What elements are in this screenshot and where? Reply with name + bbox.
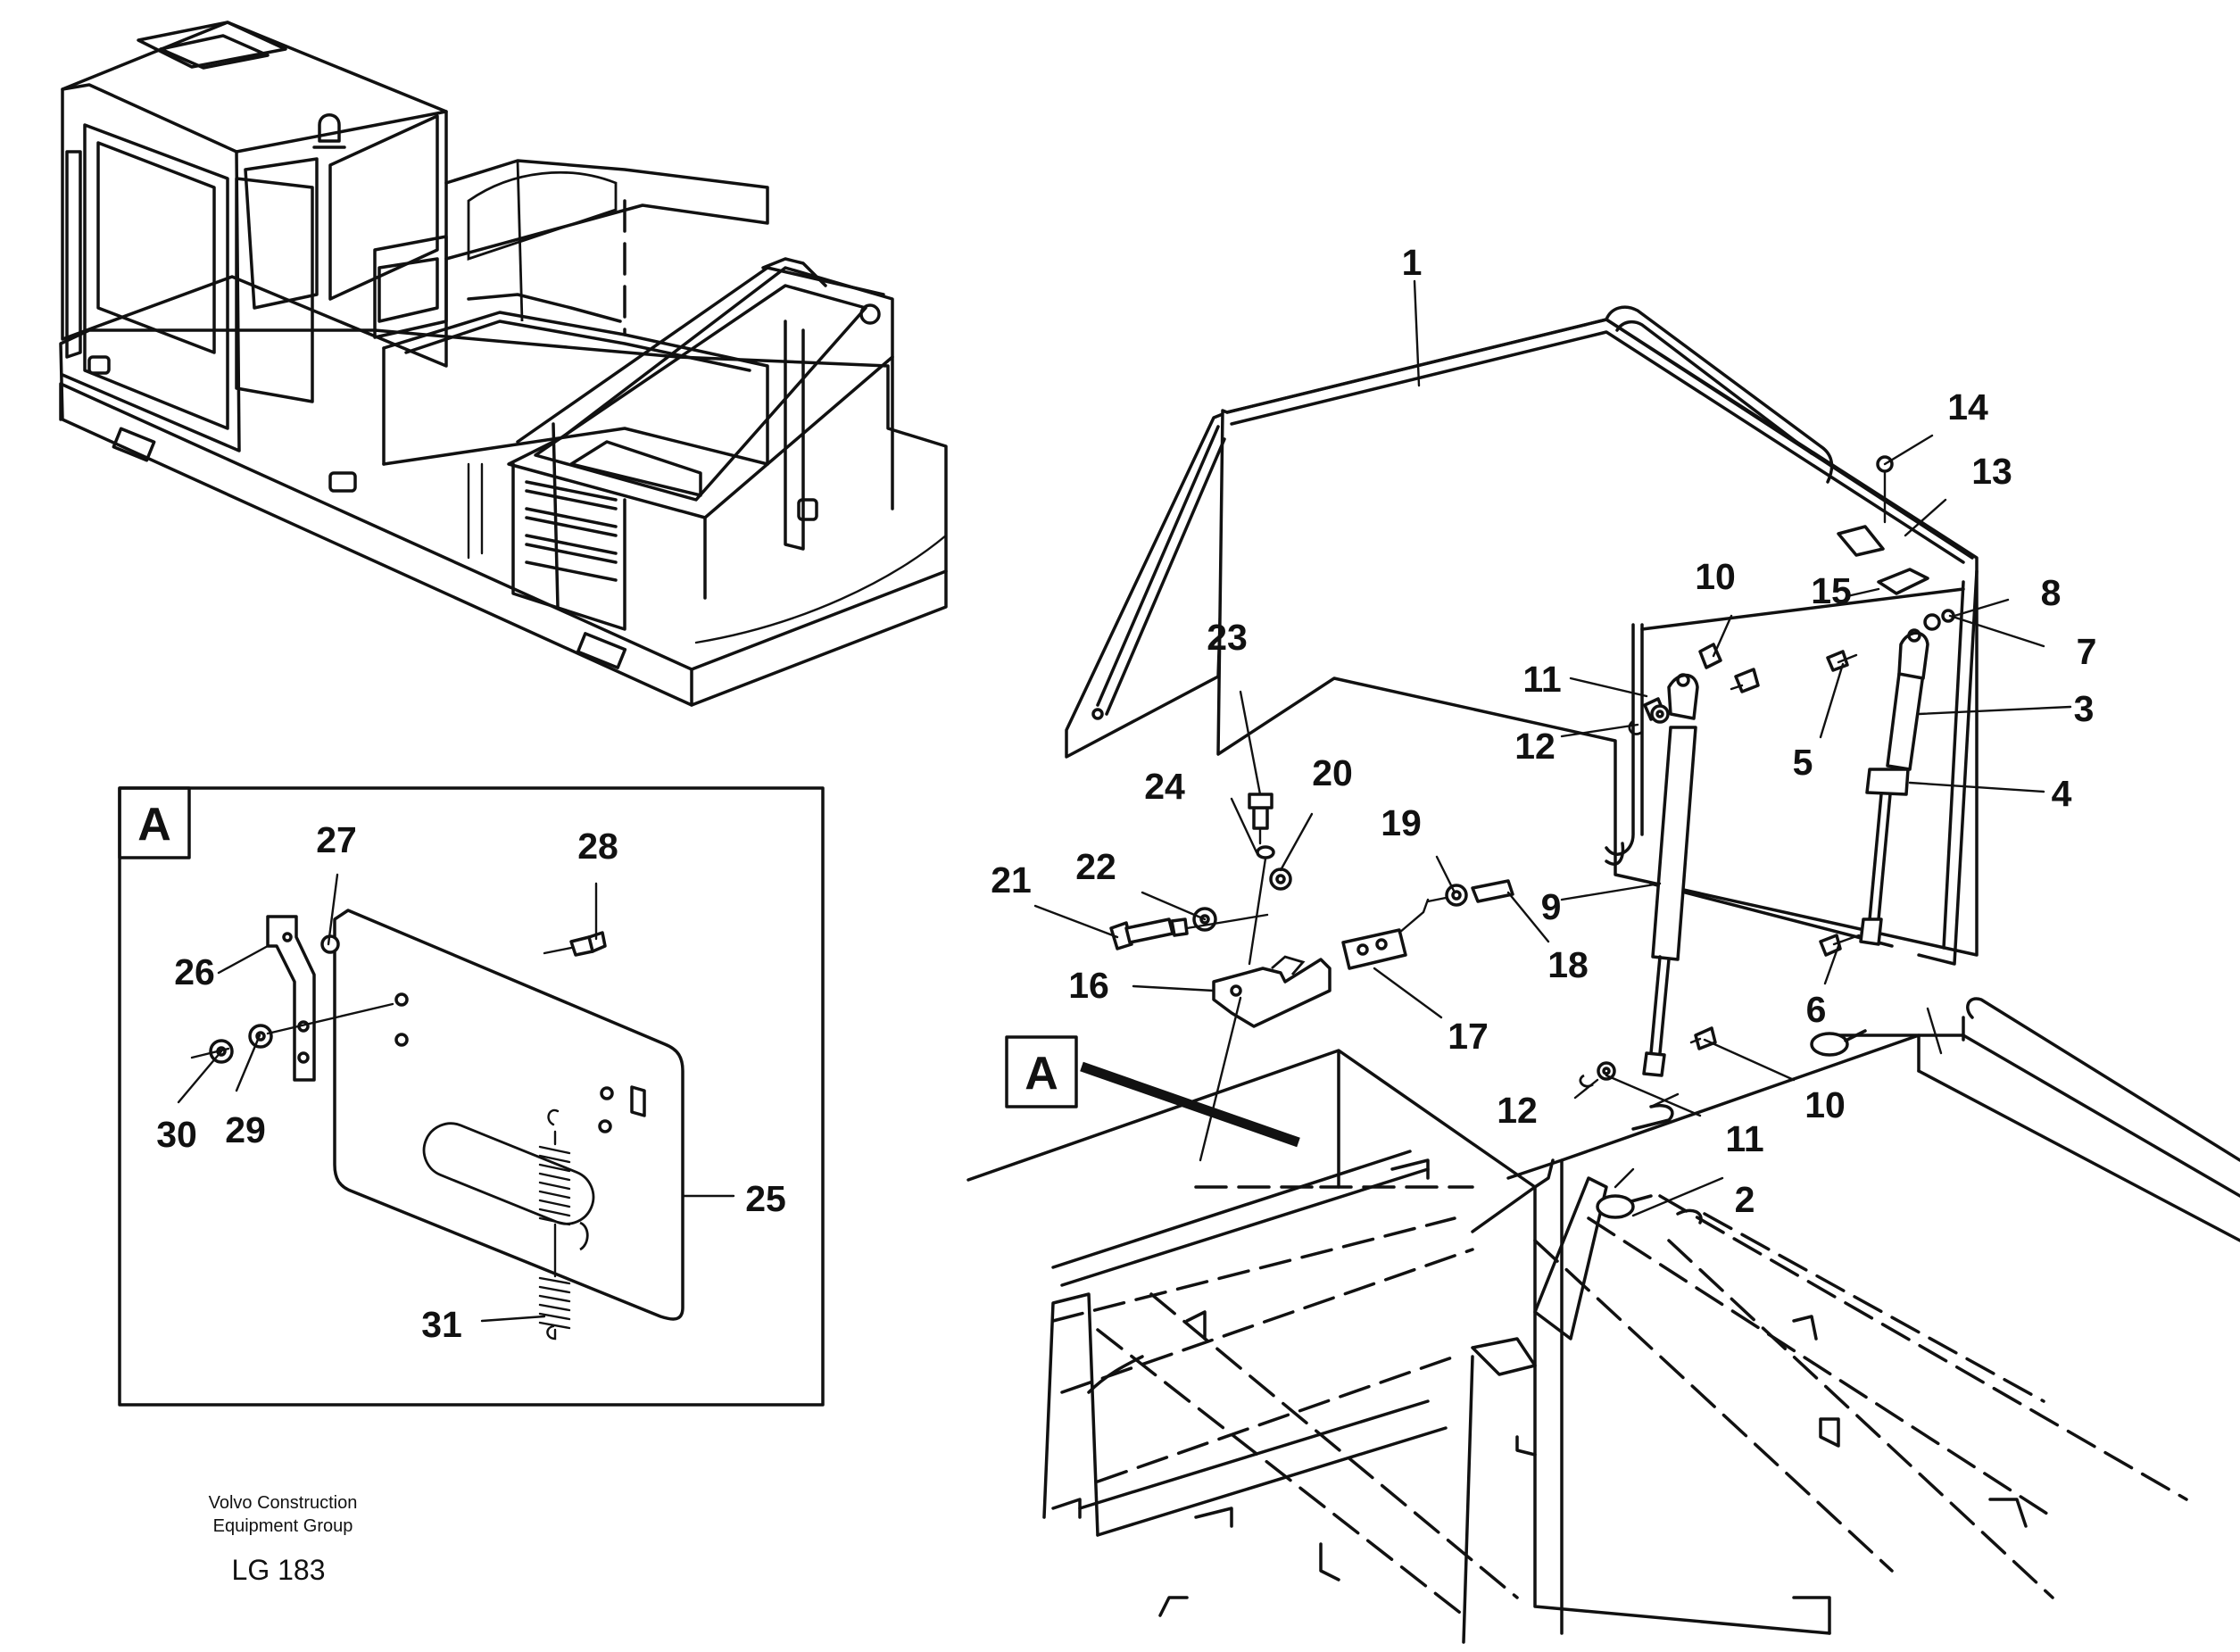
callout-8: 8 — [2041, 572, 2062, 613]
callout-leaders — [177, 279, 2072, 1323]
gas-strut-left — [1642, 673, 1699, 1077]
callout-16: 16 — [1068, 965, 1109, 1006]
callout-4: 4 — [2052, 773, 2072, 814]
footer-company-line1: Volvo Construction — [209, 1493, 358, 1513]
callout-21: 21 — [991, 859, 1032, 901]
detail-a-pointer-label: A — [1025, 1048, 1058, 1100]
callout-numbers: 1 2 3 4 5 6 7 8 9 10 10 11 11 12 12 13 1… — [137, 242, 2096, 1345]
callout-3: 3 — [2074, 688, 2095, 729]
callout-18: 18 — [1547, 944, 1589, 985]
callout-27: 27 — [316, 819, 357, 860]
callout-1: 1 — [1402, 242, 1423, 283]
callout-7: 7 — [2077, 631, 2097, 672]
callout-23: 23 — [1207, 617, 1248, 658]
gas-strut-right — [1859, 628, 1929, 946]
callout-29: 29 — [225, 1109, 266, 1150]
callout-10a: 10 — [1695, 556, 1736, 597]
callout-6: 6 — [1806, 989, 1827, 1030]
callout-25: 25 — [745, 1178, 786, 1219]
footer-company-line2: Equipment Group — [213, 1516, 353, 1536]
callout-10b: 10 — [1804, 1084, 1846, 1125]
callout-19: 19 — [1381, 802, 1422, 843]
drawing-footer: Volvo Construction Equipment Group LG 18… — [209, 1493, 358, 1586]
footer-drawing-ref: LG 183 — [232, 1554, 326, 1586]
callout-30: 30 — [156, 1114, 197, 1155]
callout-11a: 11 — [1522, 659, 1561, 700]
detail-a-label: A — [137, 799, 171, 851]
callout-9: 9 — [1541, 886, 1562, 927]
callout-12b: 12 — [1497, 1090, 1538, 1131]
callout-14: 14 — [1947, 386, 1988, 428]
callout-26: 26 — [174, 951, 215, 992]
machine-overview-illustration — [59, 21, 948, 707]
callout-13: 13 — [1971, 451, 2012, 492]
spring-part — [538, 1108, 571, 1341]
callout-12a: 12 — [1514, 726, 1556, 767]
callout-31: 31 — [421, 1304, 462, 1345]
callout-17: 17 — [1448, 1016, 1489, 1057]
callout-5: 5 — [1793, 742, 1813, 783]
callout-20: 20 — [1312, 752, 1353, 793]
detail-a-pointer-badge — [1005, 1035, 1078, 1108]
callout-2: 2 — [1735, 1179, 1755, 1220]
callout-15: 15 — [1811, 570, 1852, 611]
callout-11b: 11 — [1725, 1118, 1763, 1159]
engine-hood-assembly — [967, 305, 2240, 1644]
callout-22: 22 — [1075, 846, 1116, 887]
detail-a-panel — [118, 786, 825, 1407]
callout-24: 24 — [1144, 766, 1185, 807]
callout-28: 28 — [577, 826, 618, 867]
detail-a-badge — [118, 786, 191, 859]
